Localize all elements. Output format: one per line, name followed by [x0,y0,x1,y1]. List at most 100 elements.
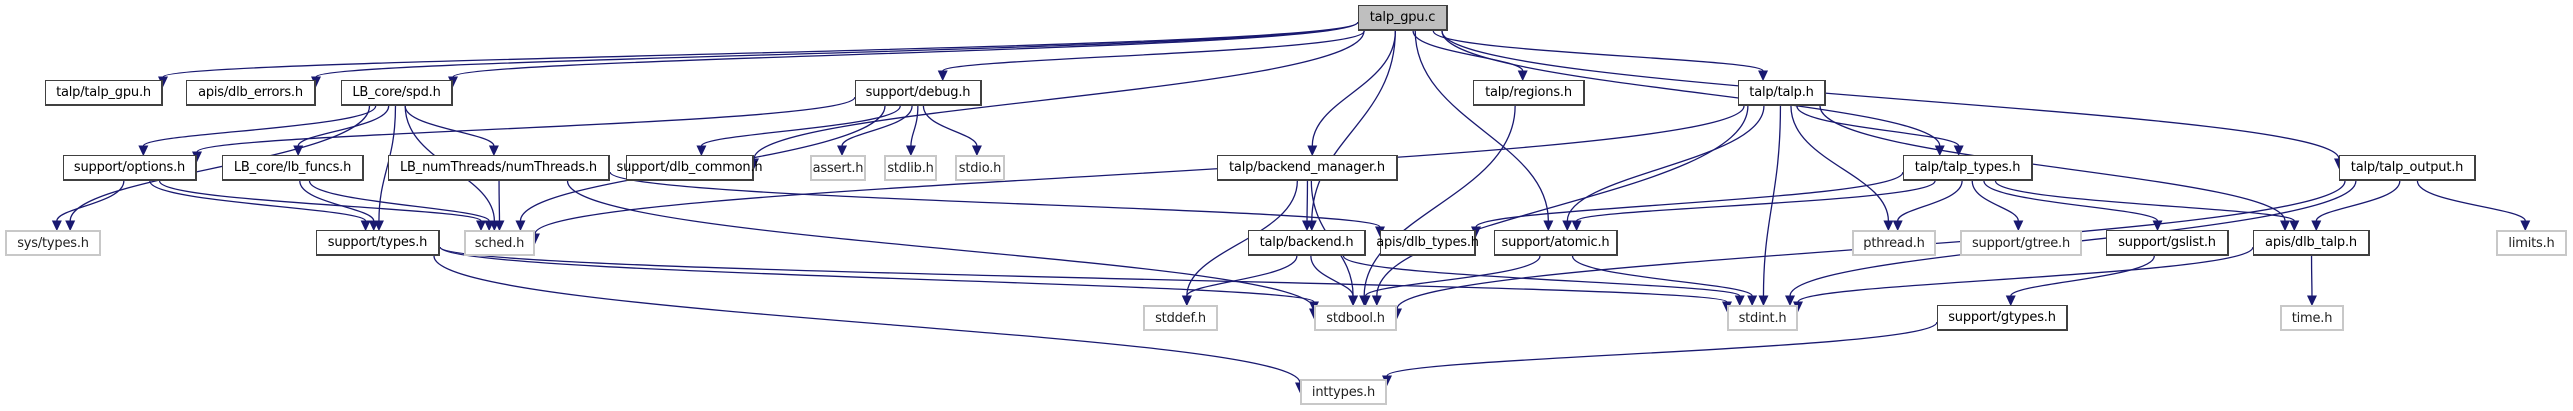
arrowhead-icon [696,145,707,157]
edge-root-to-backend_manager [1311,30,1397,147]
edge-talp-to-atomic [1566,105,1765,222]
include-node[interactable]: LB_core/spd.h [341,80,453,106]
edge-gtypes-to-inttypes [1386,321,1938,377]
include-node[interactable]: support/options.h [63,155,197,181]
arrowhead-icon [51,220,62,232]
edge-regions-to-stdbool [1363,105,1516,297]
edge-root-to-talp_types [1441,30,1941,147]
arrowhead-icon [2013,220,2024,232]
edge-root-to-talp [1432,30,1764,72]
edge-atomic-to-stdint [1571,255,1753,297]
include-node: inttypes.h [1300,379,1387,405]
arrowhead-icon [937,70,948,82]
include-node[interactable]: apis/dlb_errors.h [186,80,316,106]
arrowhead-icon [971,145,982,157]
edge-debug-to-stdio [922,105,978,147]
edge-root-to-backend [1311,30,1396,222]
arrowhead-icon [515,220,526,232]
include-node[interactable]: apis/dlb_types.h [1376,230,1479,256]
include-node: stdint.h [1727,305,1798,331]
edge-root-to-atomic [1414,30,1549,222]
edge-talp-to-stdint [1762,105,1782,297]
include-node[interactable]: support/debug.h [855,80,982,106]
edge-root-to-talp_output [1441,30,2340,160]
include-node: stdio.h [955,155,1005,181]
include-node: sys/types.h [5,230,101,256]
arrowhead-icon [1758,70,1769,82]
include-node: support/gtree.h [1960,230,2082,256]
include-node[interactable]: talp/regions.h [1473,80,1585,106]
include-node: pthread.h [1852,230,1936,256]
edge-talp_types-to-pthread [1897,180,1963,222]
edge-options-to-sched [158,180,482,222]
include-node: assert.h [810,155,866,181]
edge-talp_types-to-dlb_talp [1994,180,2295,222]
arrowhead-icon [484,220,495,232]
arrowhead-icon [494,220,505,232]
include-node[interactable]: support/gslist.h [2106,230,2229,256]
arrowhead-icon [1734,295,1745,307]
edge-root-to-dlb_errors [315,21,1359,78]
edge-talp_types-to-atomic [1575,180,1936,222]
arrowhead-icon [1543,220,1554,232]
edge-spd-to-lb_funcs [297,105,390,147]
edge-lb_funcs-to-support_types [299,180,375,222]
include-node[interactable]: support/dlb_common.h [617,155,763,181]
arrowhead-icon [138,145,149,157]
include-node[interactable]: talp/backend.h [1248,230,1366,256]
edge-root-to-debug [942,30,1365,72]
include-node[interactable]: support/types.h [316,230,440,256]
arrowhead-icon [1953,145,1964,157]
edge-backend-to-stdint [1342,255,1741,297]
arrowhead-icon [1348,295,1359,307]
edge-talp-to-talp_types [1796,105,1960,147]
arrowhead-icon [905,145,916,157]
edge-numthreads-to-stdbool [566,180,1315,310]
arrowhead-icon [1181,295,1192,307]
include-node[interactable]: talp/talp_output.h [2339,155,2476,181]
arrowhead-icon [1747,295,1758,307]
arrowhead-icon [488,145,499,157]
include-node: limits.h [2496,230,2567,256]
arrowhead-icon [1517,70,1528,82]
edge-options-to-sys_types [56,180,125,222]
arrowhead-icon [837,145,848,157]
edge-talp-to-pthread [1790,105,1890,222]
edge-spd-to-support_types [378,105,397,222]
edge-numthreads-to-dlb_types [609,171,1381,228]
edge-backend-to-stdbool [1310,255,1354,297]
edge-lb_funcs-to-sched [308,180,490,222]
arrowhead-icon [1360,295,1371,307]
arrowhead-icon [1371,295,1382,307]
include-node[interactable]: support/atomic.h [1494,230,1618,256]
edge-talp-to-dlb_talp [1819,105,2286,222]
include-node[interactable]: talp/talp_types.h [1903,155,2033,181]
include-node: time.h [2280,305,2344,331]
edge-support_types-to-stdint [439,246,1728,303]
arrowhead-icon [2280,220,2291,232]
arrowhead-icon [368,220,379,232]
edge-talp_output-to-dlb_talp [2315,180,2401,222]
include-node: stddef.h [1143,305,1218,331]
edge-talp_types-to-gtree [1971,180,2019,222]
arrowhead-icon [65,220,76,232]
include-node[interactable]: LB_numThreads/numThreads.h [388,155,610,181]
arrowhead-icon [1571,220,1582,232]
include-node[interactable]: LB_core/lb_funcs.h [222,155,364,181]
include-node[interactable]: talp/talp.h [1738,80,1826,106]
edge-root-to-dlb_common [753,30,1365,160]
include-node[interactable]: talp/backend_manager.h [1217,155,1398,181]
edge-debug-to-options [196,96,856,153]
include-node[interactable]: talp/talp_gpu.h [45,80,163,106]
include-node[interactable]: support/gtypes.h [1937,305,2068,331]
include-node[interactable]: apis/dlb_talp.h [2253,230,2370,256]
include-node: sched.h [464,230,535,256]
edge-spd-to-numthreads [404,105,495,147]
edge-support_types-to-stdbool [439,246,1315,303]
arrowhead-icon [1883,220,1894,232]
include-node: stdbool.h [1314,305,1397,331]
root-node[interactable]: talp_gpu.c [1358,5,1448,31]
edge-talp-to-sched [534,105,1745,235]
edge-atomic-to-stdbool [1364,255,1541,297]
arrowhead-icon [1307,145,1318,157]
